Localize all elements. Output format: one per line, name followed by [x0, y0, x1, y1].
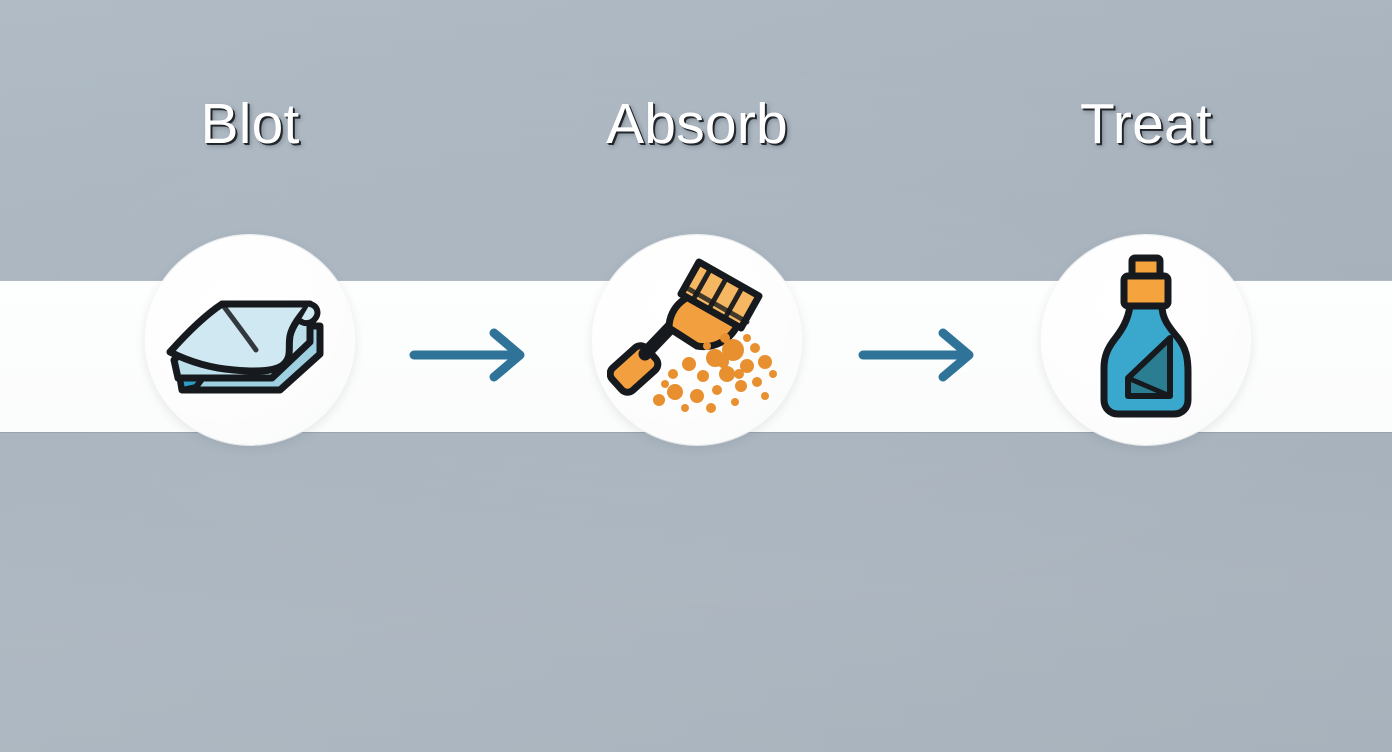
detergent-bottle-icon	[1100, 254, 1192, 418]
step-icon-badge-blot[interactable]	[145, 235, 355, 445]
brush-sweeping-icon	[607, 258, 777, 413]
arrow-absorb-to-treat	[857, 325, 987, 385]
step-treat: Treat	[996, 0, 1296, 752]
step-icon-badge-treat[interactable]	[1041, 235, 1251, 445]
arrow-blot-to-absorb	[408, 325, 538, 385]
step-absorb: Absorb	[547, 0, 847, 752]
step-title-blot: Blot	[200, 92, 300, 156]
step-title-absorb: Absorb	[606, 92, 788, 156]
step-title-treat: Treat	[1080, 92, 1212, 156]
step-icon-badge-absorb[interactable]	[592, 235, 802, 445]
debris-particles	[653, 333, 777, 413]
step-blot: Blot	[100, 0, 400, 752]
folded-cloth-icon	[166, 300, 324, 394]
